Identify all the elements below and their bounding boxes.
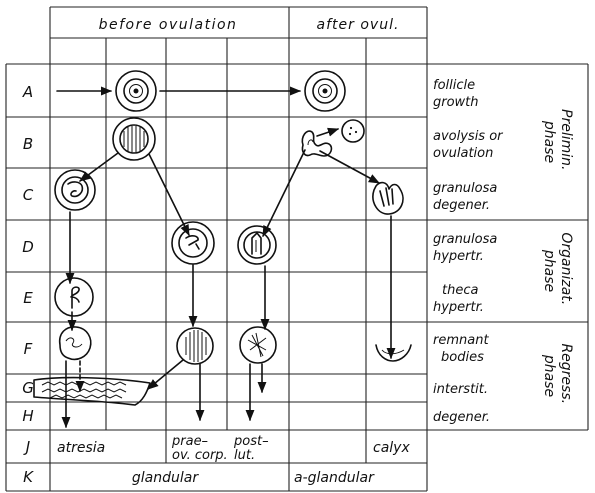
phase-label-regress: Regress. phase [541, 343, 574, 408]
row-letter-f: F [24, 340, 33, 358]
follicle-a1-drawing [115, 70, 157, 112]
outcome-post-lut: post– lut. [233, 434, 273, 463]
follicle-a2-drawing [304, 70, 346, 112]
svg-text:Prelimin. phase: Prelimin. phase [541, 109, 574, 175]
row-desc-g: interstit. [433, 382, 488, 397]
row-letter-c: C [23, 186, 34, 204]
theca-hypertrophy-e-drawing [54, 277, 94, 317]
after-ovulation-heading: after ovul. [317, 17, 400, 33]
row-letter-g: G [22, 379, 34, 397]
arrow-b-to-d1 [148, 153, 190, 237]
interstitial-tissue-band [33, 376, 151, 406]
outcome-atresia: atresia [57, 440, 105, 456]
remnant-body-f3-drawing [239, 326, 277, 364]
svg-text:Organizat. phase: Organizat. phase [541, 232, 574, 309]
outcome-calyx: calyx [373, 440, 410, 456]
row-letter-b: B [23, 135, 33, 153]
degenerating-follicle-c-drawing [54, 169, 96, 211]
row-desc-d: granulosa hypertr. [433, 232, 502, 264]
ruptured-follicle-b-drawing [301, 119, 365, 157]
row-desc-f: remnant bodies [433, 333, 493, 365]
collapsed-follicle-c-drawing [372, 181, 404, 215]
outcome-a-glandular: a-glandular [294, 470, 375, 486]
row-letter-k: K [23, 468, 34, 486]
row-letter-a: A [22, 83, 33, 101]
row-desc-e: theca hypertr. [433, 283, 484, 315]
remnant-body-f2-drawing [176, 327, 214, 365]
row-desc-c: granulosa degener. [433, 181, 502, 213]
outcome-prae-corp: prae– ov. corp. [171, 434, 228, 463]
row-desc-a: follicle growth [433, 78, 479, 110]
granulosa-hypertrophy-d1-drawing [171, 221, 215, 265]
arrow-f2-to-g [147, 359, 184, 390]
row-letter-j: J [23, 438, 30, 456]
svg-text:Regress. phase: Regress. phase [541, 343, 574, 408]
outcome-glandular: glandular [132, 470, 199, 486]
remnant-body-f1-drawing [58, 326, 92, 361]
phase-label-prelim: Prelimin. phase [541, 109, 574, 175]
row-desc-b: avolysis or ovulation [433, 129, 507, 161]
arrow-b-to-d2 [262, 149, 306, 238]
remnant-body-calyx-f-drawing [375, 344, 412, 362]
arrow-ovulation-egg [316, 127, 340, 137]
arrow-b-to-c1 [79, 152, 119, 182]
granulosa-hypertrophy-d2-drawing [237, 225, 277, 265]
row-letter-h: H [22, 407, 33, 425]
table-grid [5, 6, 589, 492]
row-desc-h: degener. [433, 410, 490, 425]
row-letter-d: D [22, 238, 34, 256]
mature-follicle-b-drawing [112, 117, 156, 161]
arrow-b-to-c2 [319, 150, 380, 184]
row-letter-e: E [23, 289, 33, 307]
phase-label-organ: Organizat. phase [541, 232, 574, 309]
before-ovulation-heading: before ovulation [99, 17, 238, 33]
